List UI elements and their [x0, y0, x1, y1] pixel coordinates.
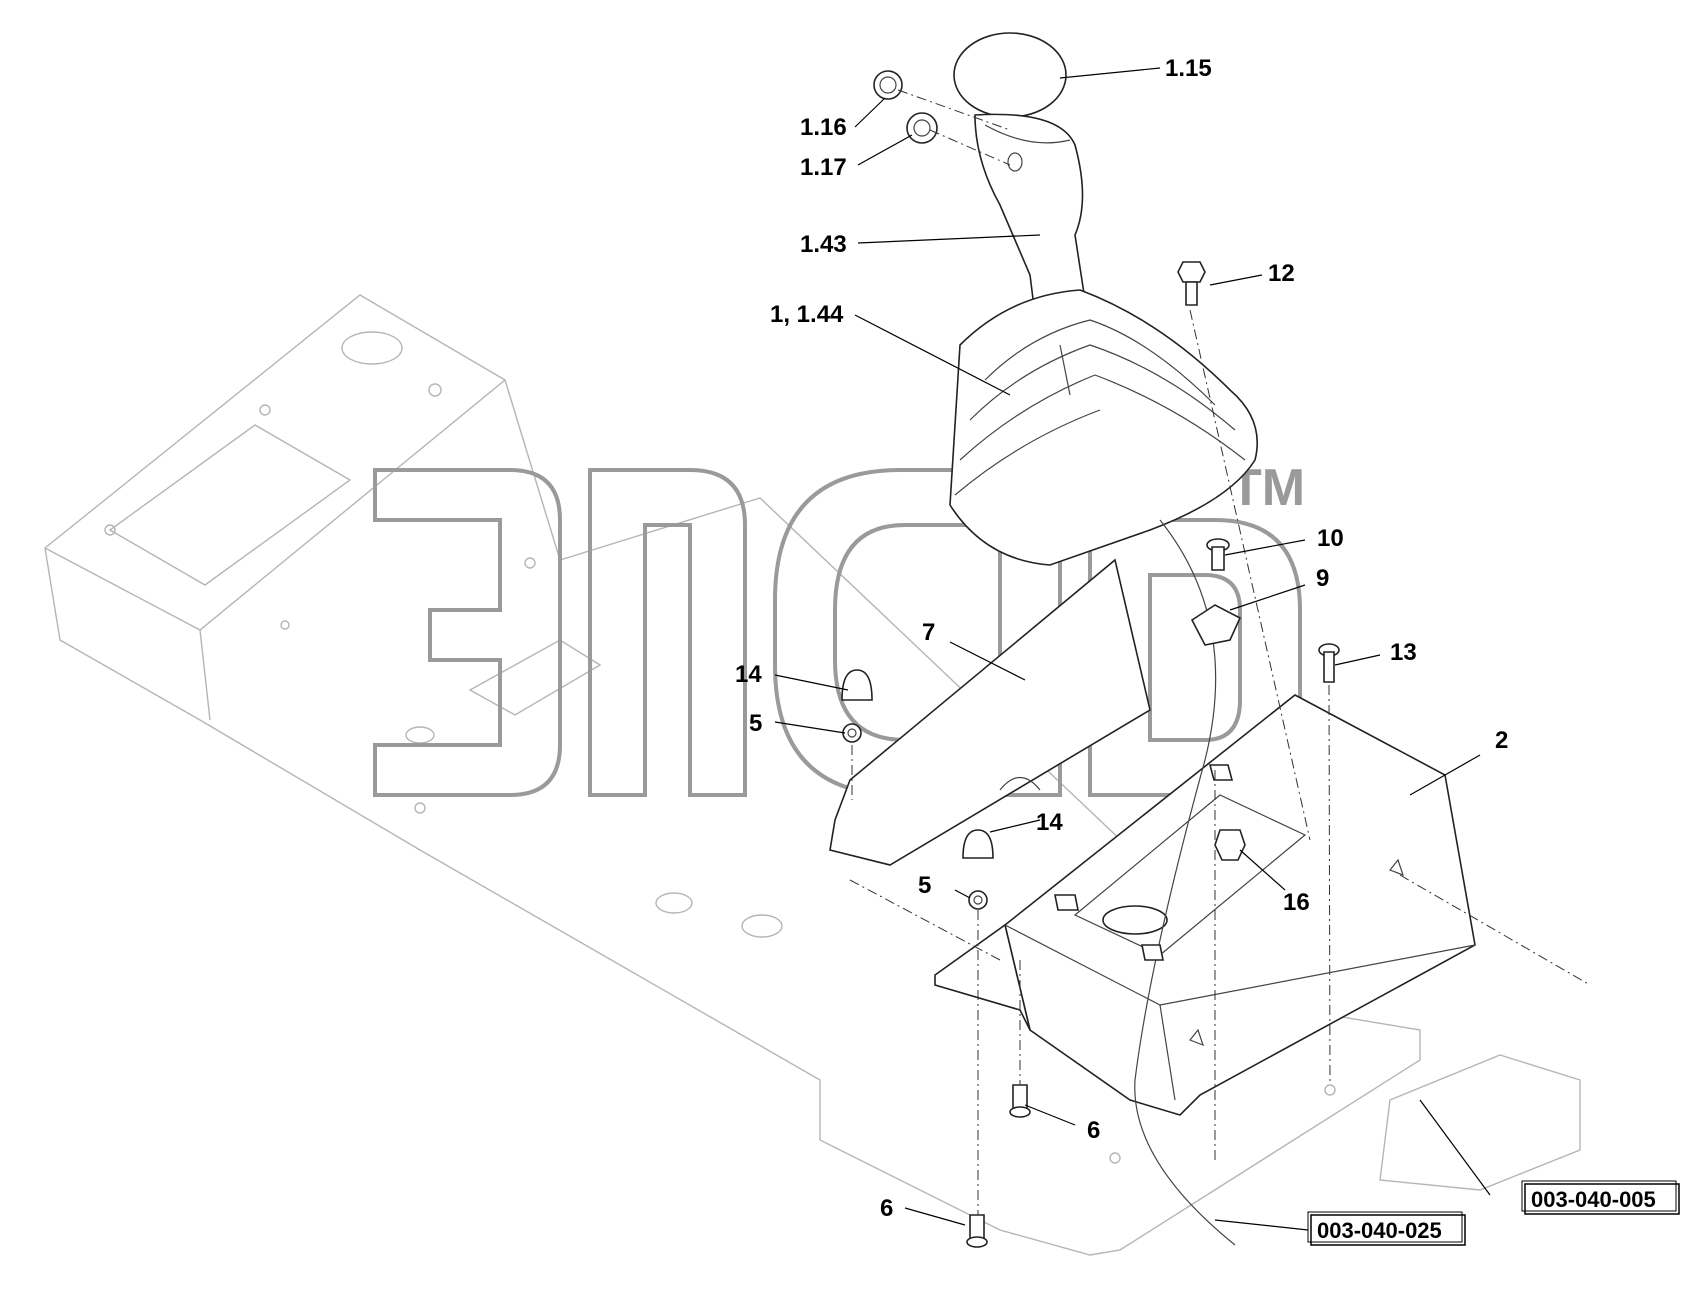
gaiter-boot — [949, 289, 1258, 566]
label-6b: 6 — [880, 1195, 893, 1222]
label-12: 12 — [1268, 260, 1295, 287]
assembly-centerlines — [849, 89, 1591, 1215]
label-5b: 5 — [918, 872, 931, 899]
reference-label-a: 003-040-005 — [1531, 1187, 1656, 1212]
label-1-16: 1.16 — [800, 114, 847, 141]
bolt-6b — [966, 1214, 988, 1248]
reference-box-003-040-025[interactable]: 003-040-025 — [1307, 1211, 1466, 1246]
label-7: 7 — [922, 619, 935, 646]
knob-cap — [953, 32, 1067, 118]
button-1-17 — [906, 112, 938, 144]
acorn-nut-14b — [962, 829, 994, 859]
reference-box-003-040-005[interactable]: 003-040-005 — [1521, 1180, 1680, 1215]
screw-13 — [1318, 643, 1340, 683]
console-housing-2 — [934, 694, 1476, 1116]
label-5a: 5 — [749, 710, 762, 737]
washer-5a — [842, 723, 862, 743]
label-2: 2 — [1495, 727, 1508, 754]
label-1-15: 1.15 — [1165, 55, 1212, 82]
label-13: 13 — [1390, 639, 1417, 666]
clip-9 — [1190, 604, 1242, 646]
reference-label-b: 003-040-025 — [1317, 1218, 1442, 1243]
label-10: 10 — [1317, 525, 1344, 552]
label-16: 16 — [1283, 889, 1310, 916]
screw-10 — [1206, 538, 1230, 571]
label-6a: 6 — [1087, 1117, 1100, 1144]
bolt-12 — [1177, 261, 1206, 306]
button-1-16 — [873, 70, 903, 100]
label-1-43: 1.43 — [800, 231, 847, 258]
bracket-7 — [829, 558, 1151, 866]
acorn-nut-14a — [841, 669, 873, 701]
label-1-17: 1.17 — [800, 154, 847, 181]
label-14a: 14 — [735, 661, 762, 688]
label-1-1-44: 1, 1.44 — [770, 301, 844, 328]
label-9: 9 — [1316, 565, 1329, 592]
bolt-6a — [1009, 1084, 1031, 1118]
base-plate — [44, 294, 1581, 1256]
label-14b: 14 — [1036, 809, 1063, 836]
washer-5b — [968, 890, 988, 910]
nut-16 — [1054, 764, 1246, 961]
